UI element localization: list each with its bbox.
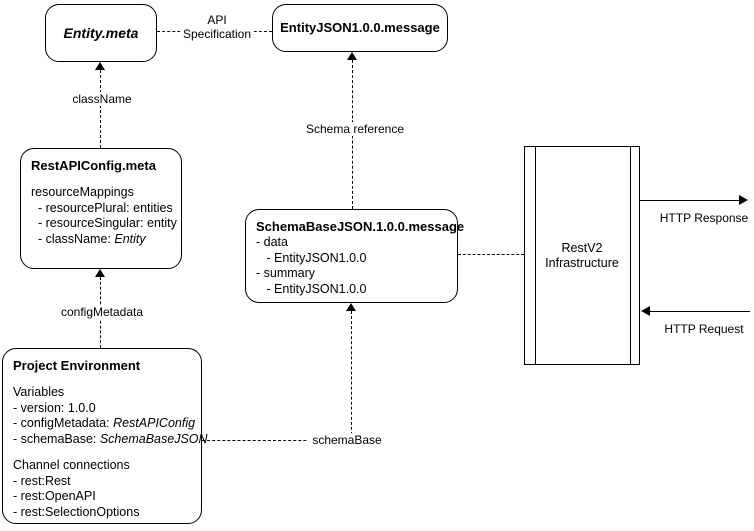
node-project-environment-title: Project Environment bbox=[13, 358, 141, 373]
node-schema-base-json[interactable]: SchemaBaseJSON.1.0.0.message - data - En… bbox=[245, 209, 465, 303]
node-rest-api-config-line-1: resourceMappings bbox=[31, 185, 134, 199]
var-config-metadata-prefix: - configMetadata: bbox=[13, 416, 114, 430]
node-project-environment-channel-openapi: - rest:OpenAPI bbox=[13, 489, 96, 503]
node-project-environment-channel-rest: - rest:Rest bbox=[13, 473, 71, 488]
node-project-environment-var-version: - version: 1.0.0 bbox=[13, 400, 96, 415]
edge-schema-to-infrastructure bbox=[458, 254, 524, 255]
node-schema-base-json-line-3: - summary bbox=[256, 266, 316, 280]
node-schema-base-json-line-4: - EntityJSON1.0.0 bbox=[256, 281, 367, 296]
edge-label-schema-base: schemaBase bbox=[307, 433, 387, 447]
node-project-environment-variables-header: Variables bbox=[13, 385, 65, 399]
node-rest-api-config[interactable]: RestAPIConfig.meta resourceMappings - re… bbox=[20, 148, 182, 269]
edge-config-metadata-arrowhead bbox=[95, 269, 105, 277]
edge-label-http-request: HTTP Request bbox=[652, 322, 754, 336]
var-schema-base-value: SchemaBaseJSON bbox=[99, 431, 208, 446]
node-project-environment-channel-selectionoptions: - rest:SelectionOptions bbox=[13, 504, 140, 519]
node-rest-infrastructure[interactable]: RestV2 Infrastructure bbox=[524, 146, 640, 365]
edge-schema-reference-arrowhead bbox=[347, 52, 357, 60]
node-rest-api-config-title: RestAPIConfig.meta bbox=[31, 158, 156, 173]
edge-schema-base-vertical bbox=[351, 311, 352, 440]
edge-http-request-arrowhead bbox=[641, 306, 650, 316]
spacer bbox=[31, 174, 171, 185]
node-schema-base-json-title: SchemaBaseJSON.1.0.0.message bbox=[256, 219, 465, 234]
node-entity-json-message[interactable]: EntityJSON1.0.0.message bbox=[272, 4, 448, 52]
node-rest-api-config-line-4-prefix: - className: bbox=[31, 231, 115, 246]
node-project-environment[interactable]: Project Environment Variables - version:… bbox=[2, 348, 208, 524]
var-schema-base-prefix: - schemaBase: bbox=[13, 431, 100, 446]
node-rest-api-config-line-4: - className: Entity bbox=[31, 232, 171, 248]
edge-label-api-specification: API Specification bbox=[180, 13, 254, 41]
node-rest-api-config-line-2: - resourcePlural: entities bbox=[31, 200, 173, 215]
node-project-environment-var-schema-base: - schemaBase: SchemaBaseJSON bbox=[13, 431, 208, 448]
node-rest-infrastructure-label: RestV2 Infrastructure bbox=[545, 240, 619, 270]
spacer bbox=[13, 374, 191, 385]
edge-class-name-arrowhead bbox=[95, 62, 105, 70]
component-right-bar bbox=[630, 147, 631, 364]
node-rest-api-config-line-3: - resourceSingular: entity bbox=[31, 216, 177, 230]
spacer bbox=[13, 447, 191, 458]
node-entity-meta-label: Entity.meta bbox=[63, 25, 139, 41]
edge-schema-base-horizontal bbox=[202, 440, 352, 441]
component-left-bar bbox=[535, 147, 536, 364]
node-project-environment-channels-header: Channel connections bbox=[13, 458, 130, 472]
edge-label-class-name: className bbox=[62, 92, 142, 106]
edge-label-schema-reference: Schema reference bbox=[297, 122, 413, 136]
edge-http-response-line bbox=[640, 200, 740, 201]
edge-class-name-line bbox=[100, 70, 101, 148]
node-rest-api-config-line-4-value: Entity bbox=[114, 231, 146, 246]
edge-label-http-response: HTTP Response bbox=[652, 211, 754, 225]
edge-http-request-line bbox=[650, 311, 750, 312]
var-config-metadata-value: RestAPIConfig bbox=[113, 416, 196, 430]
node-schema-base-json-line-2: - EntityJSON1.0.0 bbox=[256, 250, 367, 265]
edge-label-config-metadata: configMetadata bbox=[48, 305, 156, 319]
node-entity-meta[interactable]: Entity.meta bbox=[45, 4, 157, 62]
node-entity-json-message-label: EntityJSON1.0.0.message bbox=[280, 20, 440, 35]
node-project-environment-var-config-metadata: - configMetadata: RestAPIConfig bbox=[13, 416, 195, 432]
node-schema-base-json-line-1: - data bbox=[256, 235, 288, 249]
edge-schema-base-arrowhead bbox=[346, 303, 356, 311]
edge-http-response-arrowhead bbox=[739, 195, 748, 205]
